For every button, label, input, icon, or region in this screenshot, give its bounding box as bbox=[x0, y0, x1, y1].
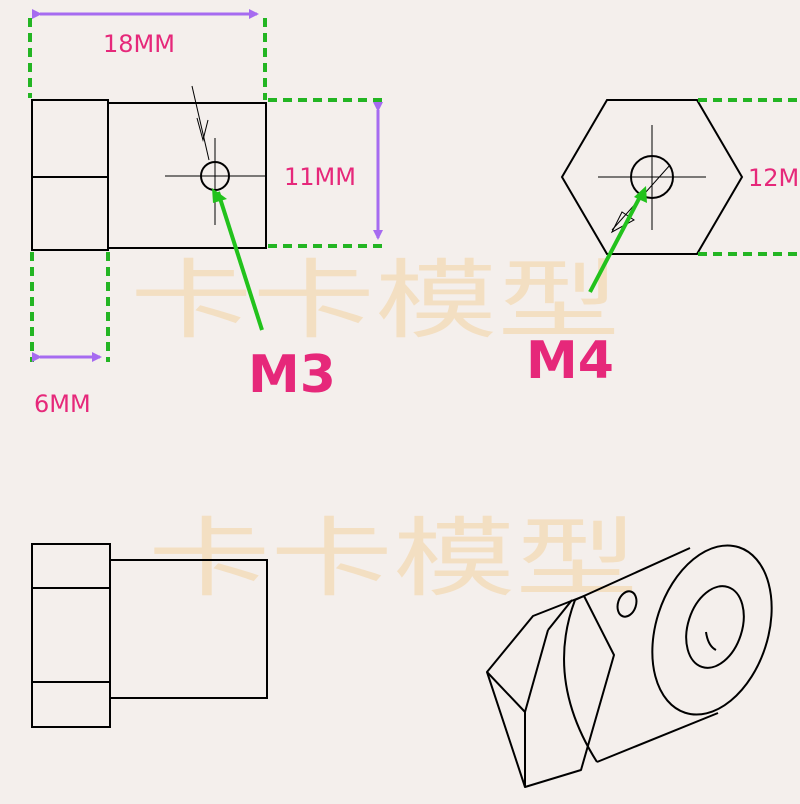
body-section-outline bbox=[107, 102, 267, 249]
iso-hex-edge-4 bbox=[547, 599, 573, 631]
front-extension-lines bbox=[28, 18, 385, 362]
m3-thread-label: M3 bbox=[248, 345, 336, 405]
hexagon-outline bbox=[560, 99, 744, 255]
iso-body-back-curve bbox=[563, 599, 598, 763]
m3-leader-arrow bbox=[212, 188, 227, 203]
watermark-top: 卡卡模型 bbox=[130, 251, 620, 351]
hole-thin-leader bbox=[191, 85, 210, 161]
front-view bbox=[31, 85, 267, 251]
end-extension-lines bbox=[698, 98, 800, 256]
iso-body-top-edge bbox=[574, 547, 691, 601]
iso-bore-inner bbox=[705, 631, 717, 651]
hex-section-outline bbox=[31, 99, 109, 251]
m4-leader-line bbox=[588, 192, 644, 293]
iso-bore-hole bbox=[685, 585, 745, 669]
length-label: 18MM bbox=[103, 30, 175, 58]
iso-hex-edge-1 bbox=[486, 671, 526, 713]
m3-leader-line bbox=[216, 191, 264, 331]
iso-set-screw-hole bbox=[616, 590, 638, 618]
height-label: 11MM bbox=[284, 163, 356, 191]
iso-hex-edge-3 bbox=[524, 629, 549, 713]
isometric-view bbox=[486, 544, 773, 788]
iso-body-bottom-edge bbox=[596, 712, 719, 763]
side-view bbox=[31, 543, 268, 728]
hex-length-label: 6MM bbox=[34, 390, 91, 418]
hole-leader-arrow bbox=[196, 117, 209, 142]
iso-front-face bbox=[651, 544, 773, 716]
side-hex-outline bbox=[31, 543, 111, 728]
m4-leader-arrow bbox=[634, 186, 647, 203]
end-view bbox=[560, 99, 744, 255]
m4-thread-label: M4 bbox=[526, 331, 614, 391]
side-body-outline bbox=[109, 559, 268, 699]
